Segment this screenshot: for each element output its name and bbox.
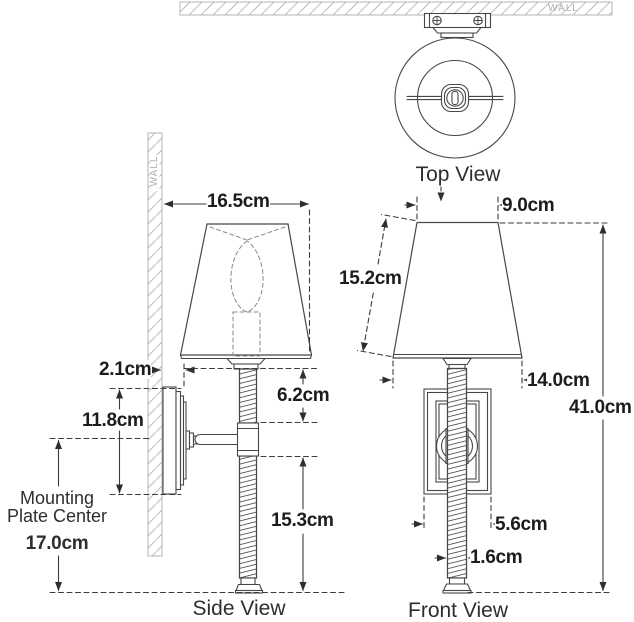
- dim-plate-height: 11.8cm: [82, 410, 144, 431]
- dim-overall-height: 41.0cm: [569, 397, 632, 418]
- dim-mounting-height: 17.0cm: [25, 533, 89, 554]
- dim-side-shade-depth: 16.5cm: [207, 191, 270, 212]
- mounting-plate-note: Mounting Plate Center 17.0cm: [0, 489, 114, 553]
- front-view-drawing: [392, 221, 523, 594]
- dim-shade-slant-height: 15.2cm: [339, 268, 402, 289]
- top-view-label: Top View: [415, 163, 501, 186]
- front-view-label: Front View: [408, 599, 508, 622]
- dim-column-width: 1.6cm: [470, 547, 523, 568]
- dim-shade-bottom-to-arm: 6.2cm: [277, 385, 330, 406]
- side-view-wall: [147, 132, 163, 557]
- side-view-drawing: [162, 223, 313, 594]
- dim-arm-to-base: 15.3cm: [271, 510, 334, 531]
- front-view-dimensions: [356, 186, 611, 594]
- side-view-label: Side View: [192, 597, 286, 620]
- mounting-note-line1: Mounting: [19, 488, 95, 508]
- top-view-drawing: [394, 12, 516, 159]
- top-view-wall-label: WALL: [548, 3, 579, 14]
- top-view-wall: [179, 1, 613, 16]
- side-view-dimensions: [49, 200, 346, 594]
- side-view-wall-label: WALL: [149, 155, 160, 187]
- dim-shade-bottom-width: 14.0cm: [527, 370, 590, 391]
- dim-plate-depth: 2.1cm: [99, 359, 152, 380]
- mounting-note-line2: Plate Center: [6, 506, 108, 526]
- dim-shade-top-width: 9.0cm: [502, 195, 555, 216]
- dim-backplate-width: 5.6cm: [495, 514, 548, 535]
